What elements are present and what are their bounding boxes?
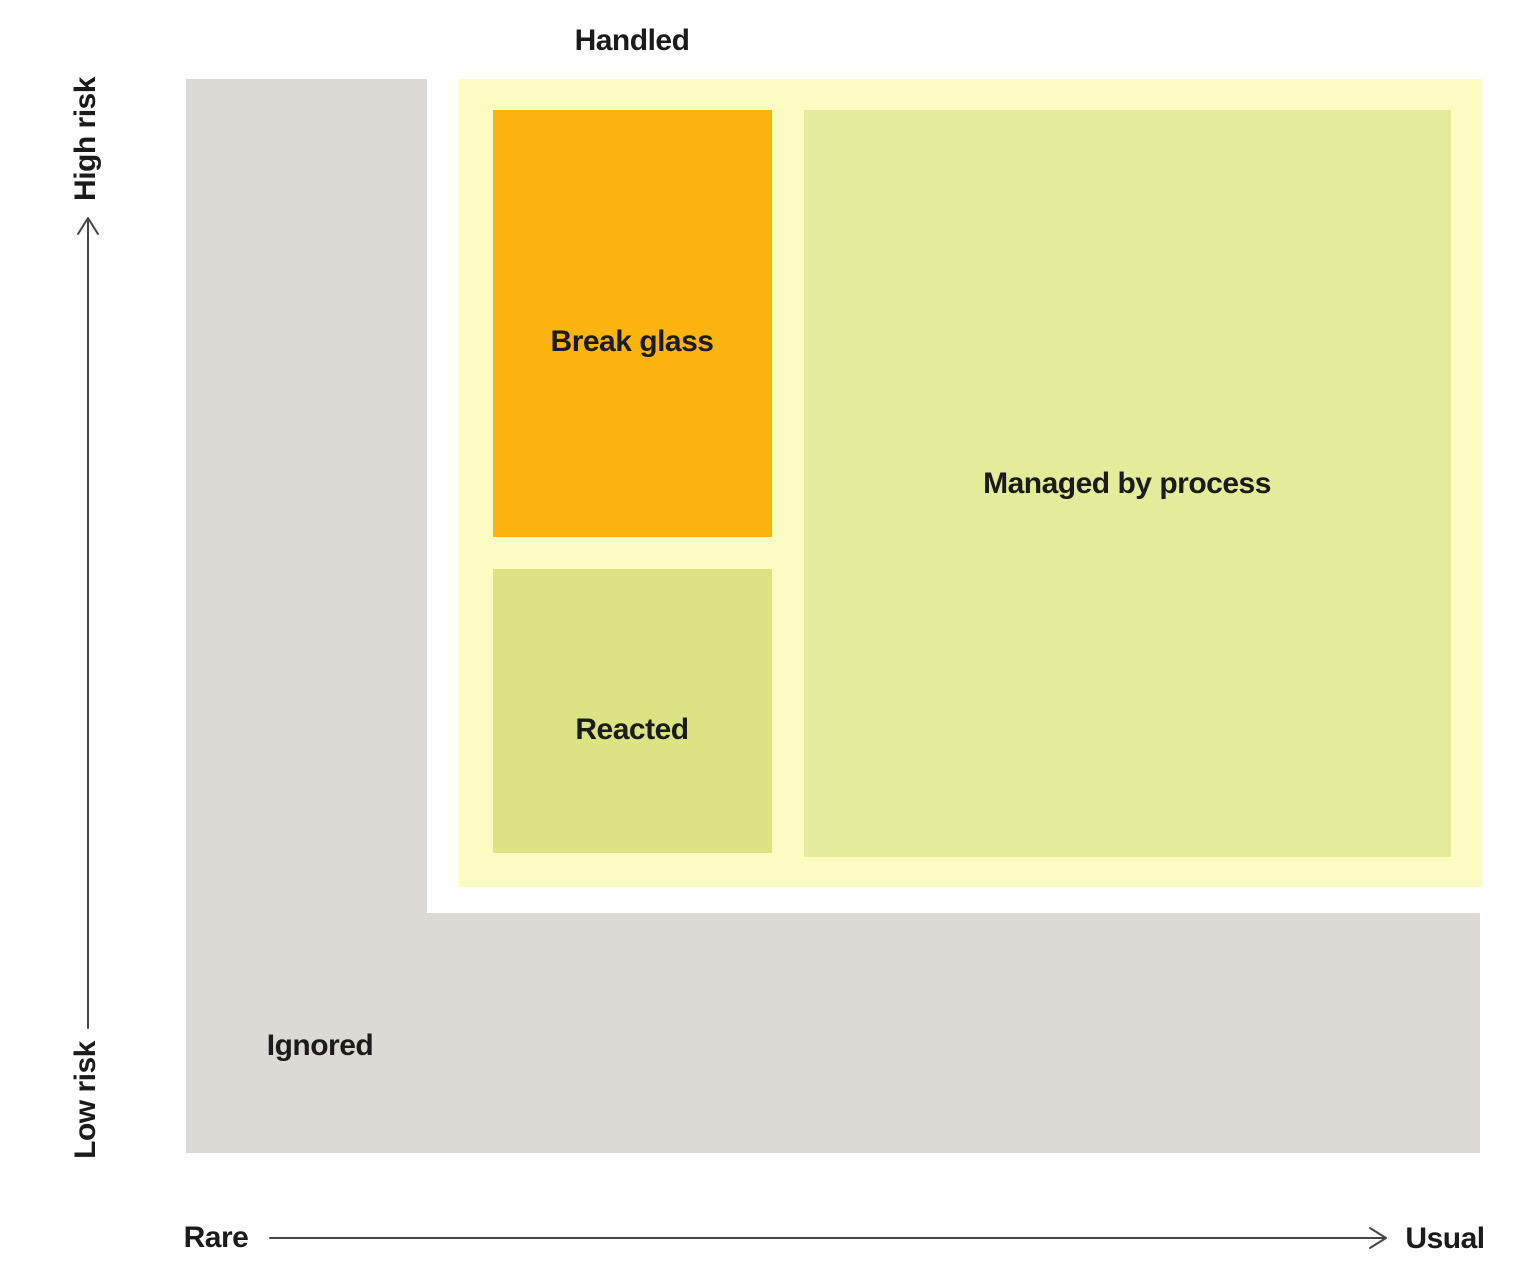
y-axis-arrowhead-icon	[77, 217, 99, 235]
reacted-region	[493, 569, 772, 853]
handled-region-title: Handled	[574, 24, 690, 57]
y-axis-low-label: Low risk	[69, 1041, 102, 1159]
y-axis-high-label: High risk	[69, 77, 102, 201]
reacted-label: Reacted	[575, 713, 689, 746]
break-glass-region	[493, 110, 772, 537]
x-axis-arrowhead-icon	[1369, 1227, 1387, 1249]
managed-by-process-region	[804, 110, 1451, 857]
x-axis-right-label: Usual	[1405, 1222, 1485, 1255]
ignored-region-bar	[186, 913, 1480, 1153]
managed-by-process-label: Managed by process	[983, 467, 1271, 500]
x-axis-left-label: Rare	[183, 1221, 249, 1254]
break-glass-label: Break glass	[550, 325, 714, 358]
ignored-label: Ignored	[266, 1029, 374, 1062]
